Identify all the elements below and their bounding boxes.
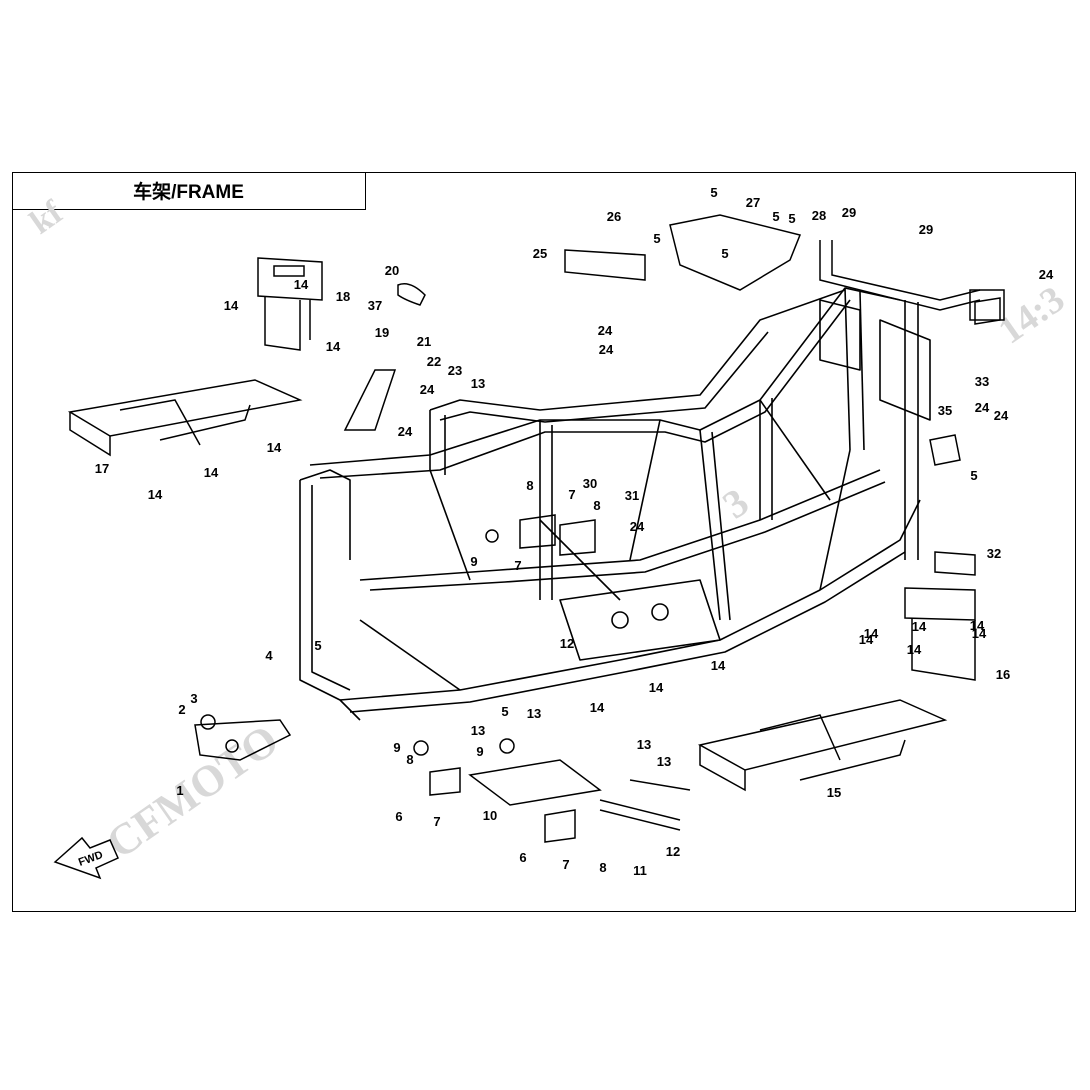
callout-14: 14 bbox=[267, 440, 282, 455]
callout-14: 14 bbox=[912, 619, 927, 634]
callout-5: 5 bbox=[501, 704, 508, 719]
callout-24: 24 bbox=[630, 519, 645, 534]
rear-bracket-bar bbox=[819, 240, 1005, 321]
callout-29: 29 bbox=[842, 205, 856, 220]
callout-9: 9 bbox=[476, 744, 483, 759]
small-brackets bbox=[343, 283, 1001, 576]
callout-13: 13 bbox=[657, 754, 671, 769]
callout-14: 14 bbox=[907, 642, 922, 657]
callout-24: 24 bbox=[1039, 267, 1054, 282]
callout-24: 24 bbox=[975, 400, 990, 415]
callout-31: 31 bbox=[625, 488, 639, 503]
callout-16: 16 bbox=[996, 667, 1010, 682]
callout-9: 9 bbox=[470, 554, 477, 569]
callout-14: 14 bbox=[711, 658, 726, 673]
diagram-border bbox=[12, 172, 1076, 912]
callout-5: 5 bbox=[788, 211, 795, 226]
callout-13: 13 bbox=[527, 706, 541, 721]
callout-14: 14 bbox=[204, 465, 219, 480]
callout-14: 14 bbox=[864, 626, 879, 641]
callout-5: 5 bbox=[710, 185, 717, 200]
callout-6: 6 bbox=[519, 850, 526, 865]
engine-mounts bbox=[413, 514, 691, 843]
callout-19: 19 bbox=[375, 325, 389, 340]
callout-35: 35 bbox=[938, 403, 952, 418]
callout-7: 7 bbox=[514, 558, 521, 573]
callout-20: 20 bbox=[385, 263, 399, 278]
callout-8: 8 bbox=[526, 478, 533, 493]
callout-7: 7 bbox=[433, 814, 440, 829]
callout-14: 14 bbox=[972, 626, 987, 641]
front-rack bbox=[67, 257, 323, 457]
callout-14: 14 bbox=[590, 700, 605, 715]
callout-2: 2 bbox=[178, 702, 185, 717]
callout-33: 33 bbox=[975, 374, 989, 389]
callout-17: 17 bbox=[95, 461, 109, 476]
callout-14: 14 bbox=[859, 632, 874, 647]
callout-26: 26 bbox=[607, 209, 621, 224]
callout-24: 24 bbox=[420, 382, 435, 397]
callout-24: 24 bbox=[599, 342, 614, 357]
callout-32: 32 bbox=[987, 546, 1001, 561]
callout-14: 14 bbox=[224, 298, 239, 313]
callout-13: 13 bbox=[471, 376, 485, 391]
callout-14: 14 bbox=[649, 680, 664, 695]
callout-8: 8 bbox=[593, 498, 600, 513]
callout-3: 3 bbox=[190, 691, 197, 706]
callout-12: 12 bbox=[560, 636, 574, 651]
callout-24: 24 bbox=[598, 323, 613, 338]
callout-21: 21 bbox=[417, 334, 431, 349]
callout-25: 25 bbox=[533, 246, 547, 261]
callout-14: 14 bbox=[148, 487, 163, 502]
callout-8: 8 bbox=[406, 752, 413, 767]
seat-plates bbox=[564, 214, 802, 291]
callout-12: 12 bbox=[666, 844, 680, 859]
callout-8: 8 bbox=[599, 860, 606, 875]
watermark-top-left: kf bbox=[23, 194, 70, 242]
callout-11: 11 bbox=[633, 863, 647, 878]
callout-5: 5 bbox=[970, 468, 977, 483]
callout-5: 5 bbox=[721, 246, 728, 261]
callout-6: 6 bbox=[395, 809, 402, 824]
watermark-right: 14:3 bbox=[991, 278, 1072, 352]
callout-7: 7 bbox=[562, 857, 569, 872]
rear-rack bbox=[697, 587, 976, 792]
callout-1: 1 bbox=[176, 783, 183, 798]
callout-5: 5 bbox=[314, 638, 321, 653]
callout-37: 37 bbox=[368, 298, 382, 313]
callout-13: 13 bbox=[637, 737, 651, 752]
callout-5: 5 bbox=[653, 231, 660, 246]
page-title: 车架/FRAME bbox=[133, 182, 244, 203]
watermark-brand: CFMOTO bbox=[98, 715, 288, 868]
callout-24: 24 bbox=[994, 408, 1009, 423]
callout-14: 14 bbox=[326, 339, 341, 354]
front-arm-bracket bbox=[194, 714, 292, 761]
callout-5: 5 bbox=[772, 209, 779, 224]
callout-29: 29 bbox=[919, 222, 933, 237]
callout-23: 23 bbox=[448, 363, 462, 378]
callout-7: 7 bbox=[568, 487, 575, 502]
callout-22: 22 bbox=[427, 354, 441, 369]
callout-10: 10 bbox=[483, 808, 497, 823]
callout-labels: 1234555555556677778888999101112121313131… bbox=[95, 185, 1054, 878]
callout-14: 14 bbox=[294, 277, 309, 292]
callout-24: 24 bbox=[398, 424, 413, 439]
callout-28: 28 bbox=[812, 208, 826, 223]
main-frame bbox=[299, 287, 931, 721]
callout-13: 13 bbox=[471, 723, 485, 738]
title-box: 车架/FRAME bbox=[12, 172, 366, 210]
callout-4: 4 bbox=[265, 648, 273, 663]
callout-15: 15 bbox=[827, 785, 841, 800]
callout-30: 30 bbox=[583, 476, 597, 491]
callout-9: 9 bbox=[393, 740, 400, 755]
callout-18: 18 bbox=[336, 289, 350, 304]
callout-27: 27 bbox=[746, 195, 760, 210]
callout-14: 14 bbox=[970, 618, 985, 633]
